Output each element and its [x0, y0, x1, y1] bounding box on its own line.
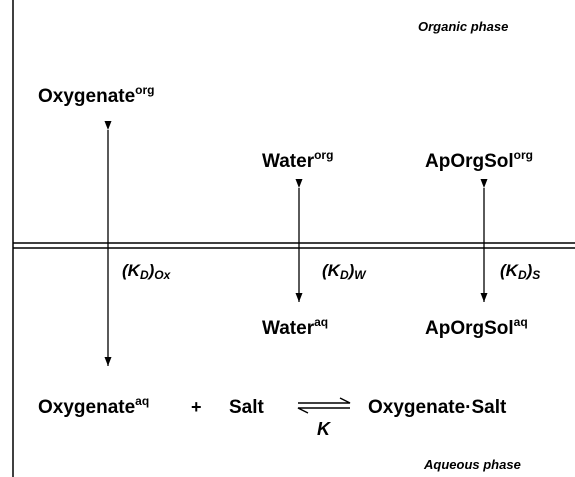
water-aq-label: Wateraq: [262, 315, 329, 339]
oxygenate-aq-label: Oxygenateaq: [38, 394, 150, 418]
equilibrium-forward-arrow: [298, 397, 351, 404]
aporgsol-org-label: ApOrgSolorg: [425, 148, 534, 172]
aqueous-phase-label: Aqueous phase: [424, 457, 521, 472]
salt-label: Salt: [229, 397, 264, 418]
plus-sign: +: [191, 397, 202, 417]
oxygenate-salt-complex-label: Oxygenate·Salt: [368, 397, 507, 418]
oxygenate-org-label: Oxygenateorg: [38, 83, 155, 107]
aporgsol-aq-label: ApOrgSolaq: [425, 315, 528, 339]
kd-aporgsol-label: (KD)S: [500, 261, 541, 282]
kd-water-label: (KD)W: [322, 261, 366, 282]
equilibrium-reverse-arrow: [297, 407, 350, 414]
kd-oxygenate-label: (KD)Ox: [122, 261, 171, 282]
water-org-label: Waterorg: [262, 148, 334, 172]
organic-phase-label: Organic phase: [418, 19, 509, 34]
equilibrium-constant-k: K: [317, 419, 330, 439]
